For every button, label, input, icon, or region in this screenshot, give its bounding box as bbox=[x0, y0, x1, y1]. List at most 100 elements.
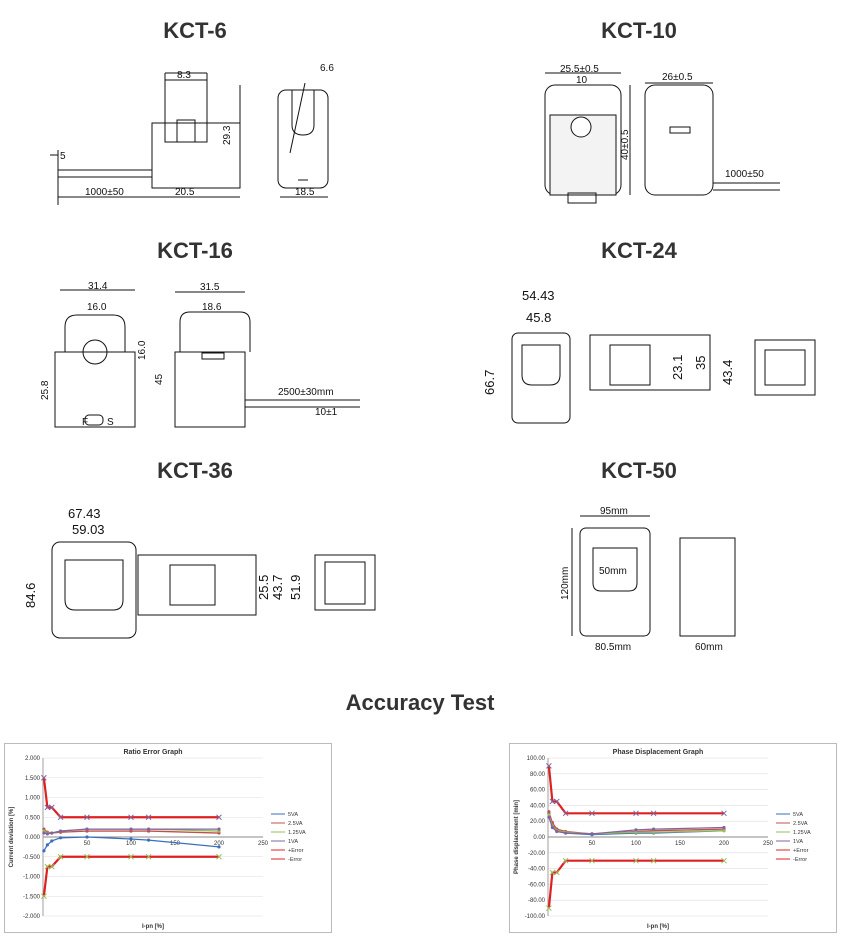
legend-label: 1VA bbox=[793, 839, 803, 845]
series-line bbox=[42, 855, 219, 897]
data-point bbox=[634, 830, 638, 834]
kct6-dim-7: 18.5 bbox=[295, 187, 315, 198]
data-point bbox=[721, 857, 727, 864]
data-point bbox=[564, 831, 568, 835]
kct36-dim-1: 67.43 bbox=[68, 506, 101, 521]
kct16-dim-6: 18.6 bbox=[202, 302, 222, 313]
y-tick-label: -60.00 bbox=[528, 882, 546, 888]
chart-title: Ratio Error Graph bbox=[123, 749, 182, 756]
data-point bbox=[550, 825, 554, 830]
kct6-drawing: 8.3 29.3 5 1000±50 20.5 6.6 18.5 bbox=[50, 63, 334, 205]
data-point bbox=[547, 815, 551, 819]
data-point bbox=[650, 857, 657, 864]
data-point bbox=[50, 831, 54, 835]
y-tick-label: 1.000 bbox=[25, 796, 41, 802]
y-tick-label: 1.500 bbox=[25, 776, 41, 782]
data-point bbox=[589, 857, 595, 864]
kct6-dim-5: 20.5 bbox=[175, 187, 195, 198]
kct50-drawing: 95mm 50mm 120mm 80.5mm 60mm bbox=[560, 506, 736, 653]
kct16-dim-4: 25.8 bbox=[40, 380, 51, 400]
data-point bbox=[50, 839, 54, 843]
kct6-dim-1: 8.3 bbox=[177, 70, 191, 81]
data-point bbox=[129, 827, 133, 831]
data-point bbox=[85, 835, 89, 839]
data-point bbox=[217, 845, 221, 849]
y-axis-label: Phase displacement [min] bbox=[514, 800, 520, 874]
kct50-dim-4: 80.5mm bbox=[595, 642, 631, 653]
kct16-dim-1: 31.4 bbox=[88, 281, 108, 292]
legend-label: -Error bbox=[793, 857, 807, 863]
data-point bbox=[549, 798, 556, 805]
data-point bbox=[722, 825, 726, 830]
y-tick-label: 20.00 bbox=[530, 819, 546, 825]
kct16-dim-3: 16.0 bbox=[137, 340, 148, 360]
data-point bbox=[652, 830, 656, 834]
kct16-title: KCT-16 bbox=[157, 238, 233, 263]
accuracy-test-title: Accuracy Test bbox=[345, 690, 495, 715]
data-point bbox=[41, 893, 47, 900]
kct36-dim-4: 25.5 bbox=[256, 575, 271, 600]
y-tick-label: -20.00 bbox=[528, 851, 546, 857]
data-point bbox=[555, 829, 559, 834]
kct10-drawing: 25.5±0.5 10 40±0.5 26±0.5 1000±50 bbox=[544, 64, 780, 204]
data-point bbox=[549, 869, 556, 876]
kct16-drawing: 31.4 16.0 16.0 25.8 31.5 18.6 45 2500±30… bbox=[40, 281, 360, 428]
kct50-dim-2: 50mm bbox=[599, 566, 627, 577]
legend-label: 1.25VA bbox=[793, 830, 811, 836]
y-tick-label: -0.500 bbox=[23, 855, 41, 861]
data-point bbox=[721, 810, 727, 817]
kct36-dim-2: 59.03 bbox=[72, 522, 105, 537]
x-tick-label: 50 bbox=[589, 841, 596, 847]
legend-label: 1.25VA bbox=[288, 830, 306, 836]
x-tick-label: 150 bbox=[675, 841, 686, 847]
data-point bbox=[546, 763, 552, 769]
data-point bbox=[48, 804, 55, 811]
data-point bbox=[84, 814, 90, 821]
data-point bbox=[41, 774, 47, 781]
x-tick-label: 100 bbox=[631, 841, 642, 847]
data-point bbox=[633, 857, 639, 864]
kct50-title: KCT-50 bbox=[601, 458, 677, 483]
data-point bbox=[553, 798, 560, 805]
kct36-drawing: 67.43 59.03 84.6 25.5 43.7 51.9 bbox=[23, 506, 376, 639]
data-point bbox=[547, 810, 551, 814]
y-axis-label: Current deviation [%] bbox=[9, 807, 15, 868]
data-point bbox=[59, 829, 63, 833]
legend-label: +Error bbox=[288, 848, 304, 854]
phase-displacement-chart-svg: Phase Displacement Graph100.0080.0060.00… bbox=[514, 749, 811, 930]
data-point bbox=[42, 831, 46, 835]
y-tick-label: 0.500 bbox=[25, 815, 41, 821]
data-point bbox=[128, 853, 134, 860]
kct24-title: KCT-24 bbox=[601, 238, 677, 263]
data-point bbox=[216, 814, 222, 821]
y-tick-label: -2.000 bbox=[23, 914, 41, 920]
data-point bbox=[84, 853, 90, 860]
kct24-dim-2: 45.8 bbox=[526, 310, 551, 325]
legend-label: 2.5VA bbox=[288, 821, 303, 827]
kct6-dim-4: 1000±50 bbox=[85, 187, 124, 198]
x-axis-label: I-pn [%] bbox=[142, 924, 164, 930]
x-axis-label: I-pn [%] bbox=[647, 924, 669, 930]
chart-title: Phase Displacement Graph bbox=[613, 749, 704, 756]
kct10-title: KCT-10 bbox=[601, 18, 677, 43]
data-point bbox=[42, 849, 46, 853]
data-point bbox=[562, 810, 569, 817]
y-tick-label: 0.00 bbox=[533, 835, 545, 841]
data-point bbox=[44, 804, 51, 811]
data-point bbox=[145, 853, 152, 860]
kct36-dim-5: 43.7 bbox=[270, 575, 285, 600]
data-point bbox=[59, 836, 63, 840]
y-tick-label: 40.00 bbox=[530, 803, 546, 809]
kct10-dim-4: 26±0.5 bbox=[662, 72, 693, 83]
data-point bbox=[44, 863, 51, 870]
legend-label: 5VA bbox=[793, 812, 803, 818]
y-tick-label: -1.000 bbox=[23, 875, 41, 881]
kct36-dim-6: 51.9 bbox=[288, 575, 303, 600]
x-tick-label: 250 bbox=[258, 841, 269, 847]
y-tick-label: -100.00 bbox=[525, 914, 546, 920]
series-line bbox=[42, 777, 219, 819]
data-point bbox=[128, 814, 134, 821]
data-point bbox=[546, 905, 552, 911]
data-point bbox=[45, 832, 50, 836]
data-point bbox=[652, 827, 656, 831]
